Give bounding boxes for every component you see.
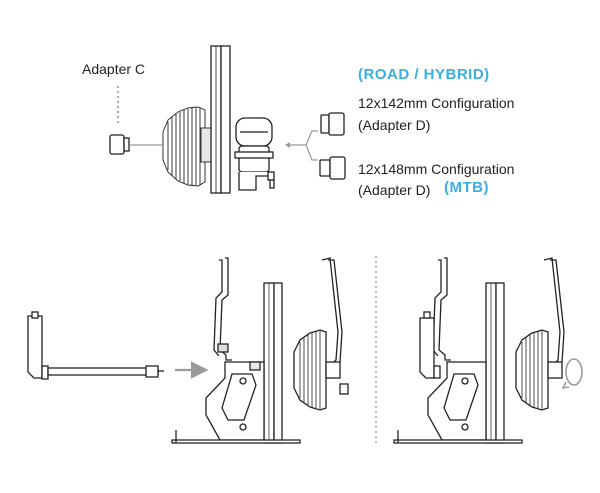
thru-axle <box>27 311 164 380</box>
adapter-d-142-label: (Adapter D) <box>358 117 431 133</box>
adapter-d-branch-upper <box>305 130 318 146</box>
adapter-d-branch-lower <box>305 144 318 161</box>
mtb-heading: (MTB) <box>444 179 489 196</box>
adapter-d-148-label: (Adapter D) <box>358 182 431 198</box>
top-frame-plate <box>210 45 231 194</box>
insert-arrow-icon <box>285 142 290 148</box>
config-142-label: 12x142mm Configuration <box>358 95 515 111</box>
adapter-d-148-part <box>319 156 346 180</box>
trainer-right <box>393 257 565 444</box>
adapter-c-label: Adapter C <box>82 61 146 77</box>
trainer-left <box>171 257 349 444</box>
adapter-c-part <box>109 134 130 155</box>
config-148-label: 12x148mm Configuration <box>358 161 515 177</box>
rotate-arrow-icon <box>561 358 583 390</box>
top-hub-dropout <box>234 117 275 191</box>
road-hybrid-heading: (ROAD / HYBRID) <box>358 66 490 83</box>
top-cassette <box>162 106 212 187</box>
adapter-d-142-part <box>320 112 345 136</box>
